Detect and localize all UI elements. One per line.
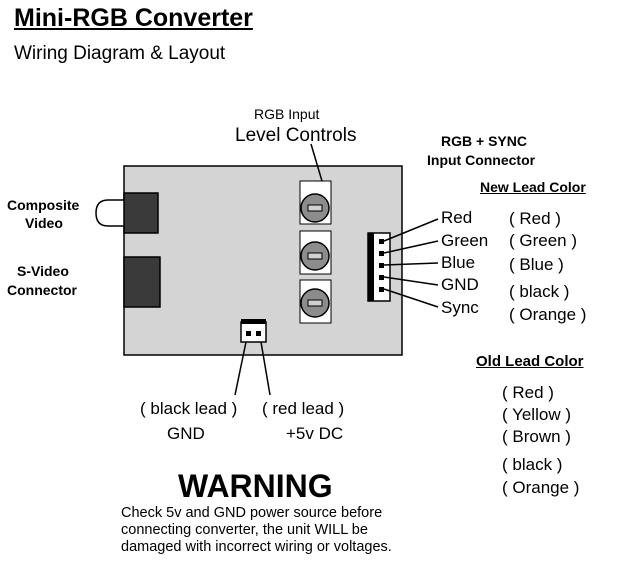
old-lead-color-2: ( Yellow ) bbox=[502, 405, 571, 424]
black-lead-wire bbox=[234, 341, 247, 396]
old-lead-color-4: ( black ) bbox=[502, 455, 563, 474]
new-lead-color-5: ( Orange ) bbox=[509, 305, 587, 324]
plus5v-label: +5v DC bbox=[286, 424, 344, 443]
new-lead-color-2: ( Green ) bbox=[509, 231, 578, 250]
svideo-connector bbox=[123, 256, 161, 308]
old-lead-heading: Old Lead Color bbox=[476, 353, 584, 370]
pin-leads bbox=[383, 218, 439, 308]
composite-video-jack bbox=[123, 192, 159, 234]
pin-label-gnd: GND bbox=[441, 275, 479, 294]
rgb-sync-label: RGB + SYNC bbox=[441, 133, 527, 149]
new-lead-color-3: ( Blue ) bbox=[509, 255, 564, 274]
red-lead-label: ( red lead ) bbox=[262, 399, 345, 418]
level-controls-pointer bbox=[310, 143, 323, 182]
pin-label-red: Red bbox=[441, 208, 473, 227]
video-label: Video bbox=[25, 215, 63, 231]
red-lead-wire bbox=[260, 341, 271, 396]
power-connector bbox=[240, 321, 267, 343]
composite-label: Composite bbox=[7, 197, 80, 213]
pin-label-blue: Blue bbox=[441, 253, 476, 272]
new-lead-heading: New Lead Color bbox=[480, 179, 586, 195]
level-pot-green bbox=[299, 230, 332, 275]
new-lead-color-1: ( Red ) bbox=[509, 209, 561, 228]
input-connector-label: Input Connector bbox=[427, 152, 536, 168]
page-subtitle: Wiring Diagram & Layout bbox=[14, 43, 226, 64]
page-title: Mini-RGB Converter bbox=[14, 4, 253, 32]
old-lead-color-5: ( Orange ) bbox=[502, 478, 580, 497]
new-lead-color-4: ( black ) bbox=[509, 282, 570, 301]
pin-label-sync: Sync bbox=[441, 298, 479, 317]
black-lead-label: ( black lead ) bbox=[140, 399, 238, 418]
level-pot-blue bbox=[299, 279, 332, 324]
old-lead-color-3: ( Brown ) bbox=[502, 427, 571, 446]
old-lead-color-1: ( Red ) bbox=[502, 383, 554, 402]
level-controls-label: Level Controls bbox=[235, 125, 357, 146]
gnd-label: GND bbox=[167, 424, 205, 443]
rgb-sync-connector-body bbox=[368, 233, 374, 301]
warning-title: WARNING bbox=[178, 468, 333, 504]
composite-cable-stub bbox=[95, 199, 126, 227]
warning-body: Check 5v and GND power source before con… bbox=[121, 505, 392, 555]
level-pot-red bbox=[299, 180, 332, 225]
pin-label-green: Green bbox=[441, 231, 489, 250]
svideo-label: S-Video bbox=[17, 263, 69, 279]
svideo-connector-label: Connector bbox=[7, 282, 77, 298]
rgb-input-label: RGB Input bbox=[254, 106, 320, 122]
